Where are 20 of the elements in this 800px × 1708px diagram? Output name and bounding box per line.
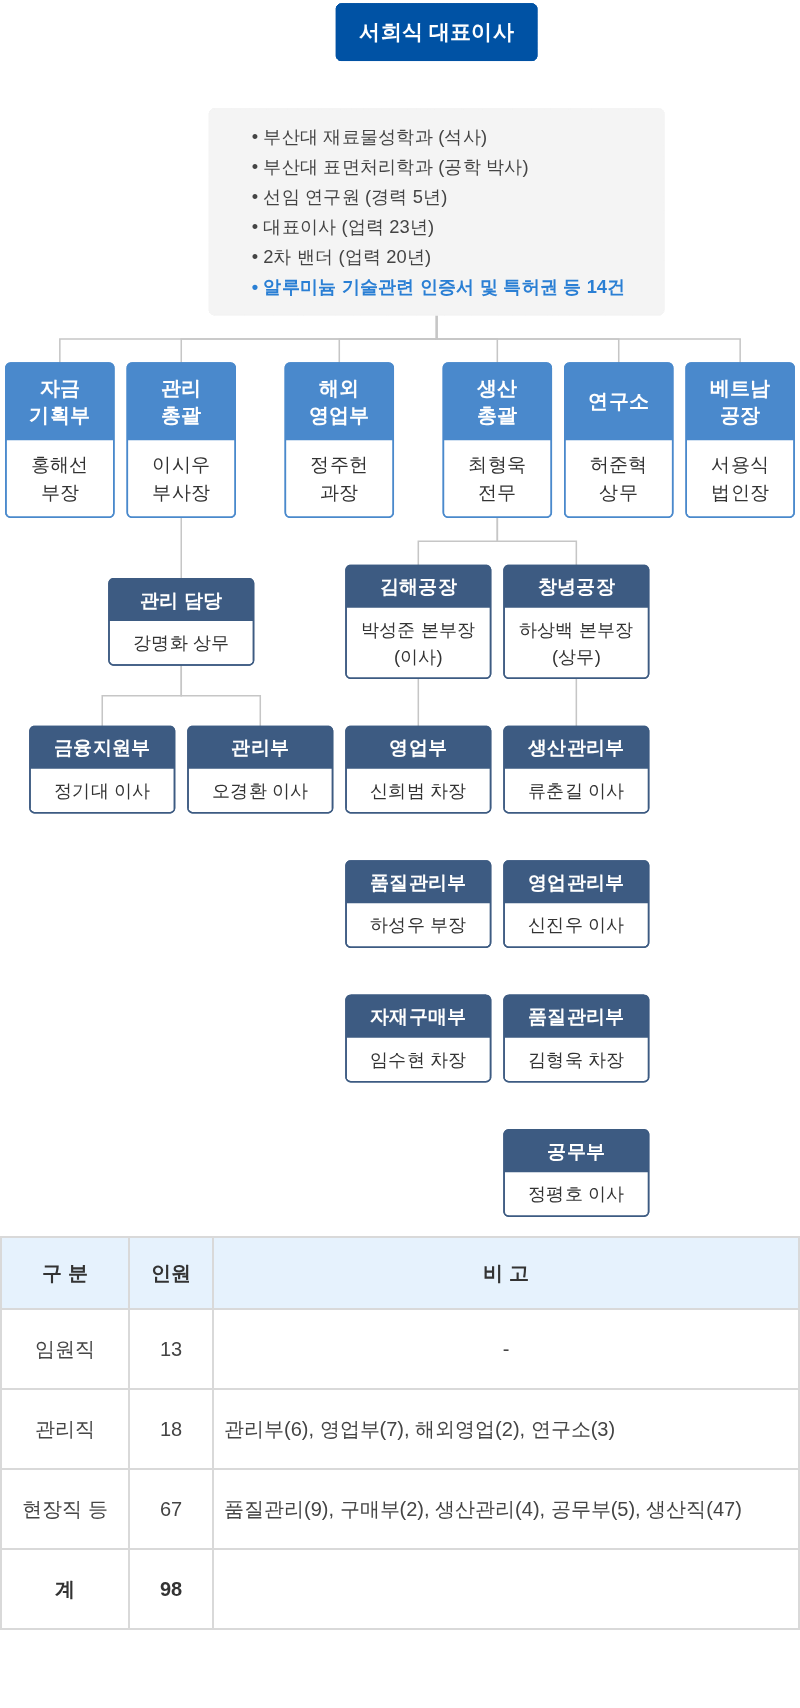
connector xyxy=(496,516,578,567)
table-cell: 계 xyxy=(1,1549,129,1629)
table-cell: 현장직 등 xyxy=(1,1469,129,1549)
table-cell: 임원직 xyxy=(1,1309,129,1389)
connector xyxy=(180,516,183,580)
table-cell: 관리부(6), 영업부(7), 해외영업(2), 연구소(3) xyxy=(213,1389,799,1469)
column-header: 구 분 xyxy=(1,1237,129,1309)
table-cell: 관리직 xyxy=(1,1389,129,1469)
connector xyxy=(417,677,420,728)
connector xyxy=(180,664,262,728)
table-cell: - xyxy=(213,1309,799,1389)
table-cell: 13 xyxy=(129,1309,213,1389)
column-header: 비 고 xyxy=(213,1237,799,1309)
connector xyxy=(435,314,741,364)
column-header: 인원 xyxy=(129,1237,213,1309)
table-cell: 98 xyxy=(129,1549,213,1629)
table-cell: 67 xyxy=(129,1469,213,1549)
table-cell: 18 xyxy=(129,1389,213,1469)
connector xyxy=(575,677,578,728)
table-cell: 품질관리(9), 구매부(2), 생산관리(4), 공무부(5), 생산직(47) xyxy=(213,1469,799,1549)
